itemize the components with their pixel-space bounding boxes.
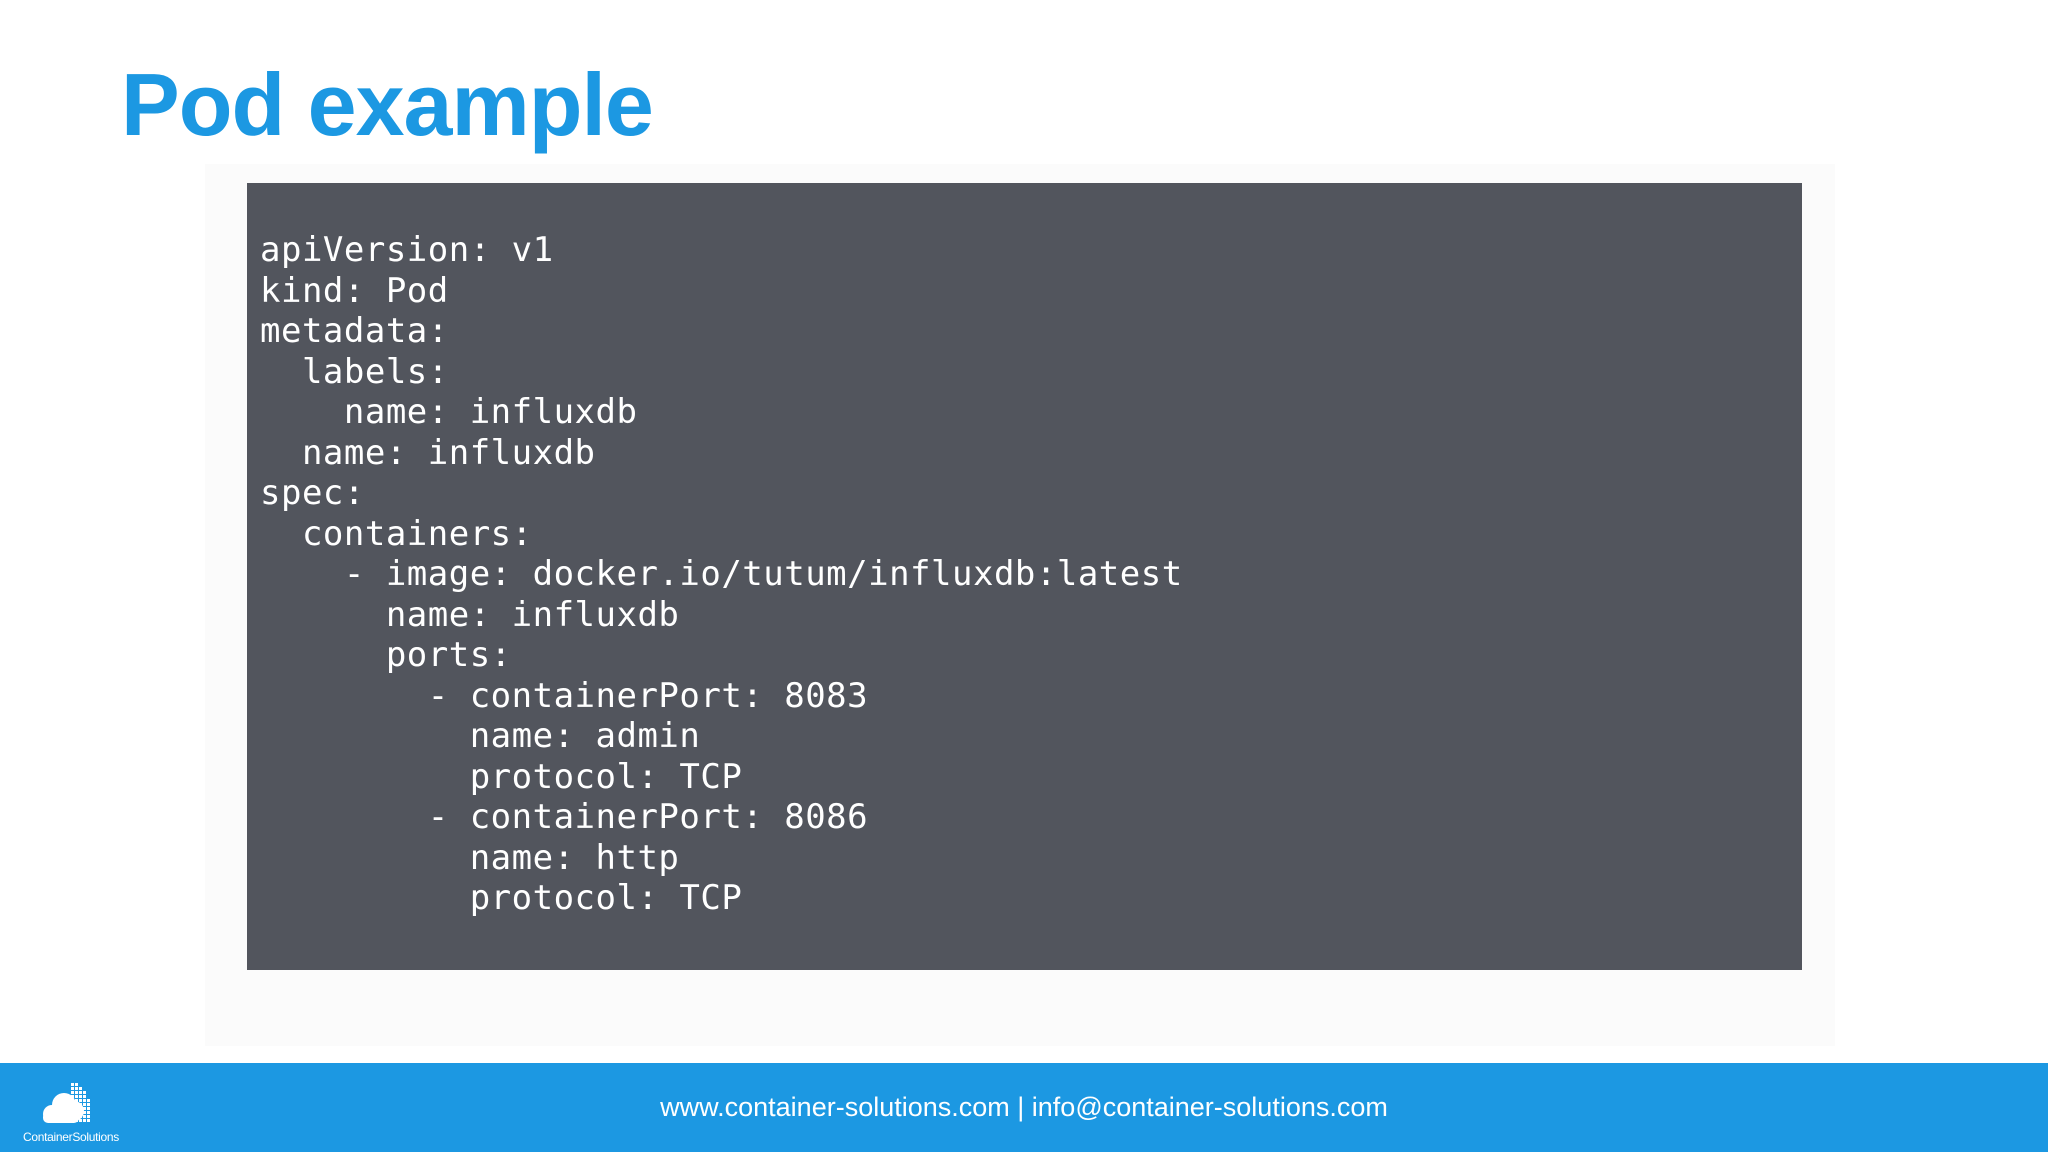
code-line: apiVersion: v1 <box>260 230 554 270</box>
code-line: name: http <box>260 837 680 878</box>
code-line: kind: Pod <box>260 270 449 311</box>
cloud-grid-icon <box>43 1083 90 1123</box>
code-line: containers: <box>260 513 533 554</box>
company-logo: ContainerSolutions <box>16 1081 126 1147</box>
code-line: labels: <box>260 351 449 392</box>
slide-title: Pod example <box>121 55 654 154</box>
code-line: name: influxdb <box>260 594 680 635</box>
code-line: name: admin <box>260 716 701 756</box>
code-line: - containerPort: 8086 <box>260 797 869 837</box>
code-block: apiVersion: v1 kind: Pod metadata: label… <box>247 183 1802 970</box>
code-line: ports: <box>260 635 512 675</box>
code-line: metadata: <box>260 311 449 351</box>
footer-bar: ContainerSolutions www.container-solutio… <box>0 1063 2048 1152</box>
code-line: name: influxdb <box>260 432 596 473</box>
code-line: name: influxdb <box>260 392 638 432</box>
code-line: spec: <box>260 473 365 513</box>
code-line: protocol: TCP <box>260 878 743 918</box>
code-line: - image: docker.io/tutum/influxdb:latest <box>260 554 1183 594</box>
code-line: protocol: TCP <box>260 756 743 797</box>
logo-text: ContainerSolutions <box>23 1130 119 1144</box>
footer-contact: www.container-solutions.com | info@conta… <box>660 1092 1388 1122</box>
code-line: - containerPort: 8083 <box>260 675 869 716</box>
